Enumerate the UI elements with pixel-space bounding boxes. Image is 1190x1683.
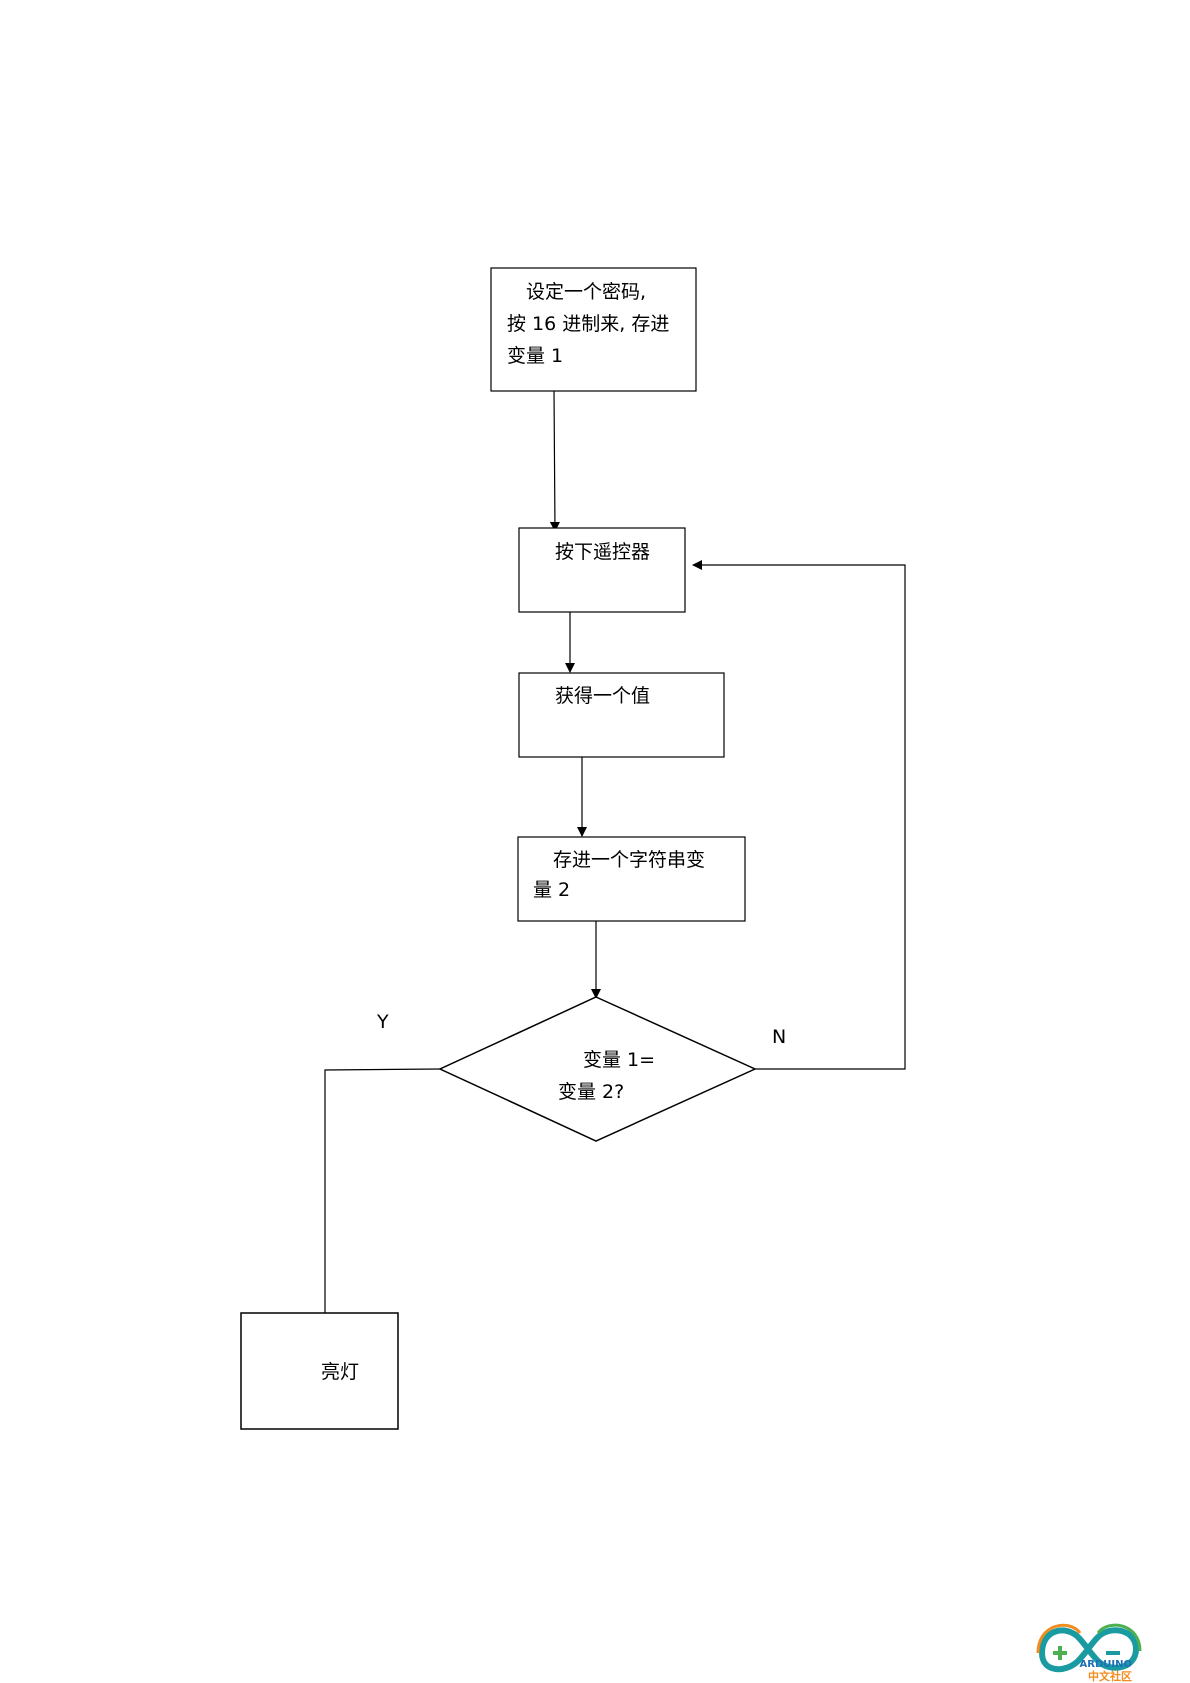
step-press-remote-box <box>518 527 686 613</box>
step-get-value: 获得一个值 <box>518 672 725 758</box>
decision-line1: 变量 1= <box>583 1049 655 1071</box>
logo-brand-text: ARDUINO <box>1080 1659 1132 1670</box>
step-store-string-line2: 量 2 <box>533 879 570 901</box>
step-light-on: 亮灯 <box>240 1312 399 1430</box>
infinity-logo-icon <box>1038 1627 1140 1673</box>
step-press-remote-label: 按下遥控器 <box>555 541 650 563</box>
step-set-password-line2: 按 16 进制来, 存进 <box>507 313 669 335</box>
step-store-string-line1: 存进一个字符串变 <box>553 849 705 871</box>
step-set-password-line1: 设定一个密码, <box>526 281 646 303</box>
step-light-on-label: 亮灯 <box>321 1361 359 1383</box>
arrow-no-loop <box>692 560 906 1070</box>
edge-label-yes: Y <box>376 1011 389 1033</box>
step-light-on-box <box>240 1312 399 1430</box>
decision-line2: 变量 2? <box>558 1081 624 1103</box>
edge-label-no: N <box>772 1026 786 1048</box>
arduino-cn-logo: ARDUINO 中文社区 <box>1036 1623 1142 1683</box>
step-get-value-box <box>518 672 725 758</box>
logo-plus-vertical-icon <box>1058 1646 1062 1660</box>
step-set-password-box <box>490 267 697 392</box>
logo-orange-arc-icon <box>1036 1623 1082 1654</box>
logo-community-text: 中文社区 <box>1088 1669 1132 1683</box>
step-store-string-box <box>517 836 746 922</box>
step-set-password-line3: 变量 1 <box>507 345 563 367</box>
step-set-password: 设定一个密码, 按 16 进制来, 存进 变量 1 <box>490 267 697 392</box>
arrow-set-to-press <box>549 390 560 532</box>
decision-compare: 变量 1= 变量 2? <box>438 996 757 1142</box>
step-get-value-label: 获得一个值 <box>555 685 650 707</box>
logo-minus-icon <box>1106 1651 1120 1655</box>
decision-diamond <box>438 996 757 1142</box>
step-store-string: 存进一个字符串变 量 2 <box>517 836 746 922</box>
logo-green-arc-icon <box>1096 1623 1142 1652</box>
arrow-yes-branch <box>324 1068 441 1313</box>
step-press-remote: 按下遥控器 <box>518 527 686 613</box>
